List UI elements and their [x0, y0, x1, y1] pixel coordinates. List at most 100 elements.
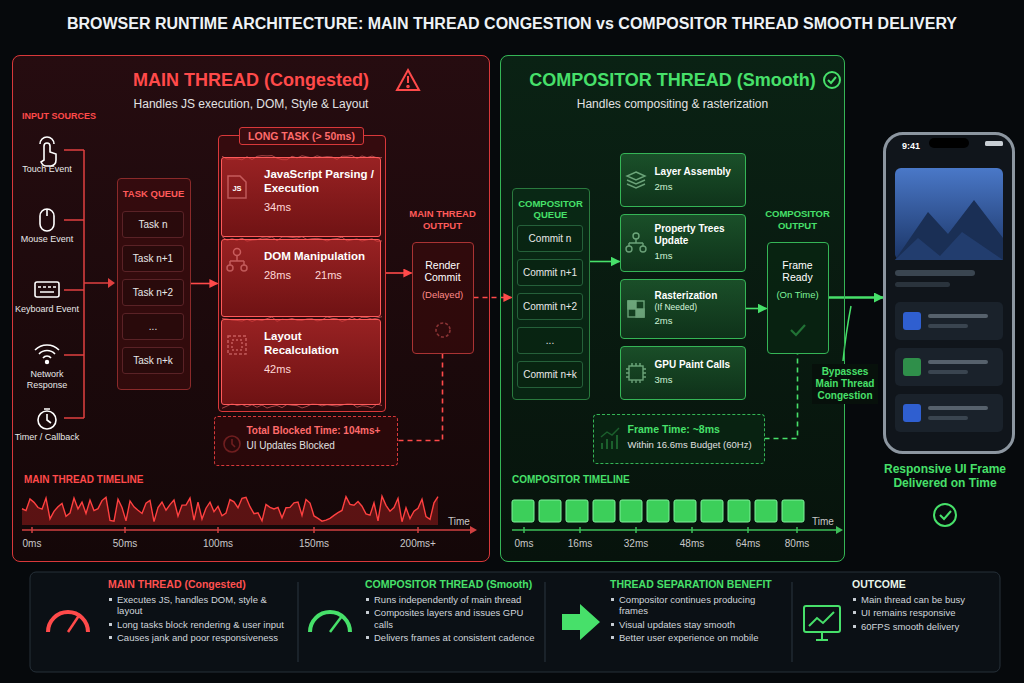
connector [398, 354, 443, 441]
input-bracket [64, 150, 115, 418]
task-icon [228, 336, 246, 354]
node-text: (On Time) [771, 289, 825, 300]
text-label: 100ms [193, 538, 243, 550]
panel-ground [12, 55, 845, 562]
node-title: Total Blocked Time: 104ms+ [247, 425, 393, 436]
arrow-icon [562, 604, 600, 640]
timeline-trace [222, 237, 382, 242]
input-bracket [64, 150, 108, 418]
text-label: COMPOSITOR TIMELINE [512, 474, 712, 486]
node-text: Within 16.6ms Budget (60Hz) [628, 439, 760, 450]
phone-body [903, 404, 921, 422]
stage-icon [628, 301, 636, 309]
phone-body [895, 200, 1003, 260]
text-label: Responsive UI Frame Delivered on Time [868, 462, 1022, 491]
phone-body [895, 232, 1003, 260]
timeline-trace [674, 500, 696, 522]
stage-box: GPU Paint Calls 3ms [620, 346, 746, 400]
phone-body [895, 168, 1003, 260]
summary-item: OUTCOMEMain thread can be busyUI remains… [852, 578, 992, 668]
text-label: MAIN THREAD TIMELINE [24, 474, 224, 486]
node-title: GPU Paint Calls [655, 359, 741, 371]
node-text: UI remains responsive [852, 607, 992, 618]
input-bracket [108, 278, 115, 288]
text-label: Time [812, 516, 842, 528]
task-icon [241, 265, 247, 271]
panel-ground [500, 55, 845, 562]
node-title: Property Trees Update [655, 223, 741, 247]
timeline-axis [524, 527, 797, 533]
phone-body [929, 138, 969, 148]
phone-body [928, 406, 988, 410]
phone-body [928, 360, 988, 364]
node-text: 60FPS smooth delivery [852, 621, 992, 632]
node-title: THREAD SEPARATION BENEFIT [610, 578, 785, 590]
queue-item: Commit n+k [517, 361, 583, 388]
input-icon [46, 361, 49, 364]
monitor-icon [804, 606, 840, 640]
node-text: Frame Ready [771, 259, 825, 283]
node-text: Handles JS execution, DOM, Style & Layou… [13, 97, 489, 111]
timeline-trace [593, 500, 615, 522]
timeline-trace [647, 500, 669, 522]
spinner-icon [436, 323, 450, 337]
blocked-time: Total Blocked Time: 104ms+UI Updates Blo… [214, 416, 398, 466]
stage-icon [629, 239, 643, 246]
queue-item: Commit n+1 [517, 259, 583, 286]
task-icon [234, 249, 241, 256]
phone-body [928, 370, 968, 374]
timeline-trace [701, 500, 723, 522]
node-title: TASK QUEUE [118, 188, 190, 200]
queue-item: Commit n [517, 225, 583, 252]
phone-body [895, 348, 1003, 386]
input-icon [41, 143, 56, 166]
node-text: (Delayed) [416, 289, 470, 300]
node-title: DOM Manipulation [264, 250, 374, 264]
connector [746, 308, 767, 310]
node-text: (If Needed) [655, 302, 741, 312]
input-icon [35, 282, 59, 297]
queue-item: ... [122, 313, 184, 340]
connector [765, 354, 798, 439]
phone-body [985, 141, 1003, 146]
gauge-icon [330, 616, 342, 632]
timeline-trace [728, 500, 750, 522]
gauge-icon [68, 614, 80, 632]
node-text: 2ms [655, 181, 741, 192]
connector [590, 261, 620, 263]
check-icon [824, 72, 840, 88]
node-title: 9:41 [902, 141, 1012, 151]
node-title: Commit n [529, 233, 572, 244]
node-text: 28ms [264, 269, 291, 281]
node-text: 2ms [655, 315, 741, 326]
node-text: 3ms [655, 374, 741, 385]
node-title: Frame Time: ~8ms [628, 423, 760, 435]
warning-icon [397, 70, 419, 90]
node-text: Runs independently of main thread [365, 594, 537, 605]
queue-item: Task n+1 [122, 245, 184, 272]
text-label: Touch Event [14, 164, 80, 175]
connector [191, 283, 218, 285]
phone-body [928, 314, 988, 318]
compositor-queue: COMPOSITOR QUEUECommit nCommit n+1Commit… [512, 188, 590, 400]
stage-icon [636, 309, 644, 317]
stage-icon [626, 363, 646, 383]
phone-frame: 9:41 [883, 132, 1015, 454]
stage-icon [633, 233, 639, 239]
task-icon [227, 176, 247, 354]
timeline-axis [470, 526, 477, 534]
thread-panel: COMPOSITOR THREAD (Smooth)Handles compos… [500, 55, 845, 562]
timeline-axis [836, 526, 843, 534]
node-text: Long tasks block rendering & user input [108, 619, 290, 630]
stage-icon [626, 172, 646, 383]
edge-label: Bypasses Main Thread Congestion [812, 364, 878, 404]
summary-band [30, 572, 1000, 672]
phone-body [903, 312, 921, 330]
input-icon [44, 409, 51, 423]
timeline-trace [22, 496, 438, 522]
clock-icon [224, 436, 240, 452]
text-label: 64ms [728, 538, 768, 550]
phone-body [928, 324, 968, 328]
warning-icon [407, 86, 409, 88]
